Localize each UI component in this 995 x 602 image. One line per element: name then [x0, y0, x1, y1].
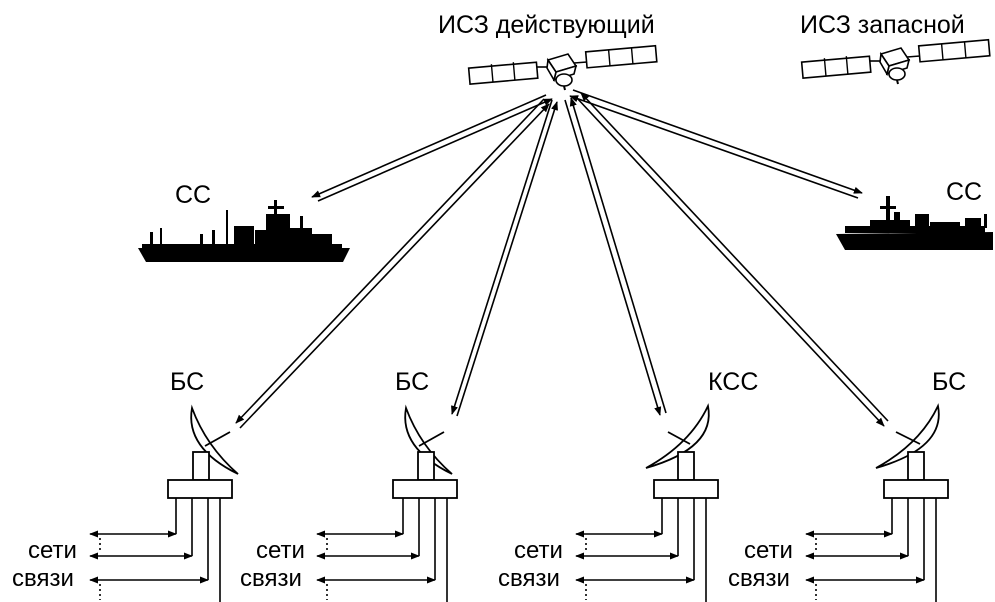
dish-antenna-icon [645, 403, 719, 499]
link-sat-ship-left [311, 94, 553, 202]
link-sat-bs2 [451, 99, 558, 417]
ship-left-icon [138, 200, 350, 262]
spare-satellite-icon [800, 38, 991, 85]
station-bs4-label: БС [932, 368, 966, 396]
ship-right-label: СС [946, 178, 982, 206]
link-sat-bs4 [575, 92, 889, 427]
network-label-line2: связи [12, 565, 74, 592]
network-label-line2: связи [240, 565, 302, 592]
active-satellite-icon [467, 44, 658, 91]
link-sat-bs1 [235, 98, 550, 429]
network-links-kss [575, 498, 707, 602]
dish-antenna-icon [392, 404, 458, 499]
network-label-line2: связи [728, 565, 790, 592]
station-bs1-label: БС [170, 368, 204, 396]
ship-right-icon [836, 196, 993, 250]
dish-antenna-icon [875, 403, 949, 499]
spare-satellite-label: ИСЗ запасной [800, 11, 965, 39]
ship-left-label: СС [175, 181, 211, 209]
network-links-bs4 [805, 498, 937, 602]
network-label-line1: сети [744, 537, 793, 564]
network-links-bs1 [89, 498, 221, 602]
active-satellite-label: ИСЗ действующий [438, 11, 655, 39]
network-links-bs2 [316, 498, 448, 602]
dish-antenna-icon [167, 404, 239, 499]
network-label-line1: сети [28, 537, 77, 564]
network-label-line1: сети [514, 537, 563, 564]
station-bs2-label: БС [395, 368, 429, 396]
link-sat-kss [564, 97, 667, 416]
link-sat-ship-right [569, 89, 863, 199]
station-kss-label: КСС [708, 368, 758, 396]
network-label-line1: сети [256, 537, 305, 564]
network-label-line2: связи [498, 565, 560, 592]
